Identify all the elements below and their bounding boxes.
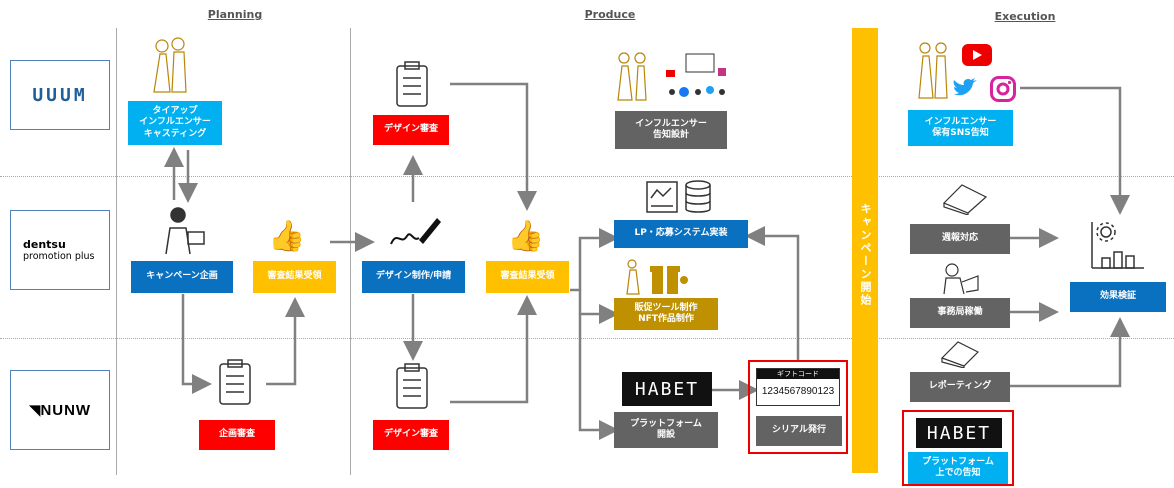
analytics-icon: [1090, 220, 1146, 272]
uuum-logo: UUUM: [10, 60, 110, 130]
platform-notice-box: プラットフォーム 上での告知: [908, 452, 1008, 484]
design-review-bottom-box: デザイン審査: [373, 420, 449, 450]
signature-pen-icon: [385, 210, 441, 250]
gift-code-card: ギフトコード 1234567890123: [756, 368, 840, 406]
phase-produce: Produce: [584, 8, 636, 21]
clipboard-icon: [216, 358, 256, 408]
plan-review-box: 企画審査: [199, 420, 275, 450]
row-divider-2: [0, 338, 1174, 339]
phase-execution: Execution: [994, 10, 1056, 23]
habet-logo: HABET: [622, 372, 712, 406]
clipboard-icon: [393, 362, 433, 412]
couple-icon: [913, 40, 953, 102]
tieup-casting-box: タイアップ インフルエンサー キャスティング: [128, 101, 222, 145]
person-laptop-icon: [156, 206, 208, 258]
serial-issue-box: シリアル発行: [756, 416, 842, 446]
effect-verification-box: 効果検証: [1070, 282, 1166, 312]
twitter-icon: [952, 78, 978, 100]
weekly-report-box: 週報対応: [910, 224, 1010, 254]
instagram-icon: [990, 76, 1016, 102]
platform-notice-highlight-frame: [902, 410, 1014, 486]
campaign-start-bar: [852, 28, 878, 473]
campaign-start-label: キャンペーン開始: [859, 203, 872, 307]
review-received-box-1: 審査結果受領: [253, 261, 336, 293]
serial-highlight-frame: [748, 360, 848, 454]
thumbs-up-icon: 👍: [507, 219, 545, 254]
youtube-icon: [962, 44, 992, 66]
database-icon: [683, 180, 713, 214]
platform-open-box: プラットフォーム 開設: [614, 412, 718, 448]
reporting-box: レポーティング: [910, 372, 1010, 402]
design-review-top-box: デザイン審査: [373, 115, 449, 145]
notebook-icon: [940, 183, 988, 216]
column-divider-2: [350, 28, 351, 475]
influencer-sns-box: インフルエンサー 保有SNS告知: [908, 110, 1013, 146]
nunw-logo: ◥NUNW: [10, 370, 110, 450]
influencer-design-box: インフルエンサー 告知設計: [615, 111, 727, 149]
design-production-box: デザイン制作/申請: [362, 261, 465, 293]
gift-code-title: ギフトコード: [757, 369, 839, 379]
review-received-box-2: 審査結果受領: [486, 261, 569, 293]
thumbs-up-icon: 👍: [268, 219, 306, 254]
influencer-network-icon: [612, 50, 736, 106]
gift-code-number: 1234567890123: [761, 386, 835, 397]
couple-icon: [140, 36, 200, 94]
lp-system-box: LP・応募システム実装: [614, 220, 748, 248]
habet-logo: HABET: [916, 418, 1002, 448]
row-divider-1: [0, 176, 1174, 177]
column-divider-1: [116, 28, 117, 475]
person-writing-icon: [940, 262, 980, 296]
office-operation-box: 事務局稼働: [910, 298, 1010, 328]
dentsu-promotion-plus-logo: dentsu promotion plus: [10, 210, 110, 290]
campaign-plan-box: キャンペーン企画: [131, 261, 233, 293]
promo-tools-box: 販促ツール制作 NFT作品制作: [614, 298, 718, 330]
gift-icon: [622, 258, 692, 296]
dashboard-icon: [645, 180, 679, 214]
phase-planning: Planning: [207, 8, 263, 21]
notebook-icon: [940, 340, 980, 369]
clipboard-icon: [393, 60, 433, 110]
